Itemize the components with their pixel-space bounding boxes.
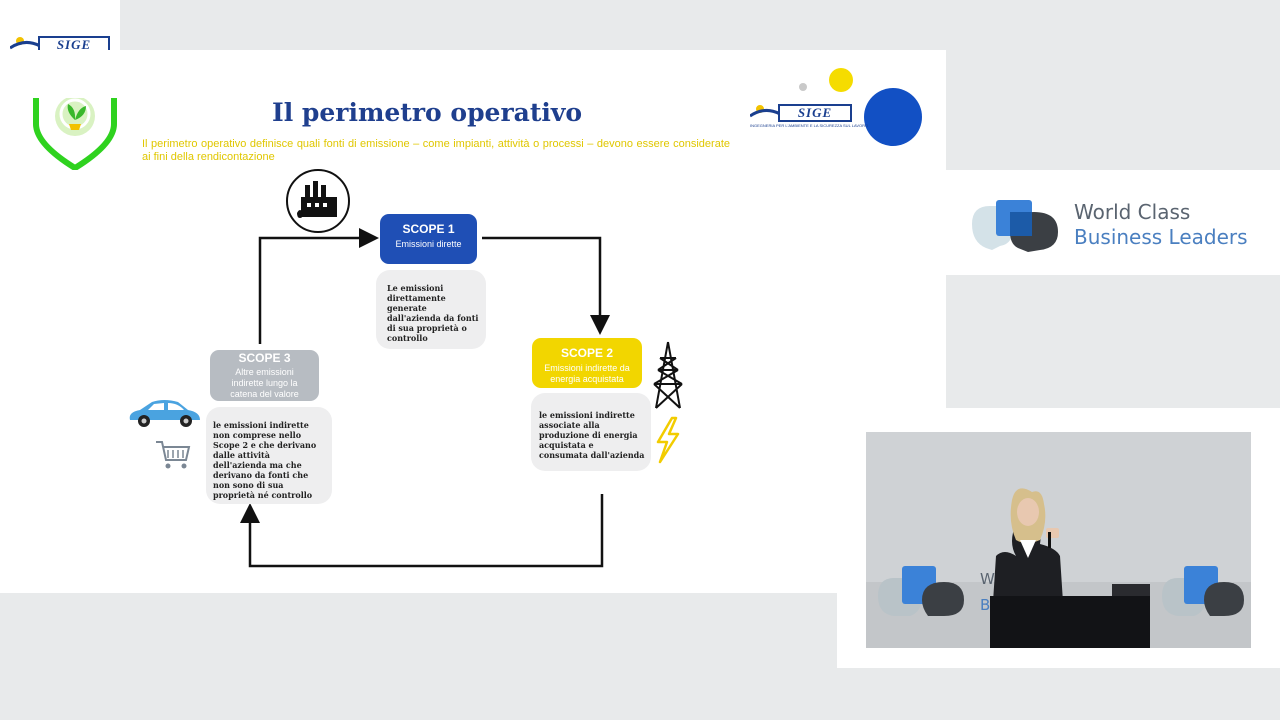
slide-sige-tagline: INGEGNERIA PER L'AMBIENTE E LA SICUREZZA…	[750, 123, 869, 128]
power-tower-icon	[653, 341, 683, 409]
scope1-title: SCOPE 1	[402, 222, 455, 236]
speaker-video: W B	[866, 432, 1251, 648]
presentation-slide: ESG Il perimetro operativo Il perimetro …	[0, 50, 946, 593]
sponsor-line1: World Class	[1074, 200, 1191, 224]
esg-badge-label: ESG	[67, 136, 83, 143]
slide-title: Il perimetro operativo	[272, 98, 583, 127]
sponsor-panel: World Class Business Leaders	[946, 170, 1280, 275]
arrow-scope3-to-scope1	[258, 228, 379, 344]
sige-logo-text: SIGE	[38, 36, 110, 54]
svg-text:B: B	[980, 596, 990, 614]
scope3-subtitle: Altre emissioni indirette lungo la caten…	[230, 367, 299, 399]
wcbl-logo-icon	[972, 200, 1058, 252]
scope1-description: Le emissioni direttamente generate dall'…	[376, 270, 486, 349]
factory-icon	[286, 169, 350, 233]
slide-subtitle: Il perimetro operativo definisce quali f…	[142, 138, 730, 163]
slide-sige-logo: SIGE INGEGNERIA PER L'AMBIENTE E LA SICU…	[750, 102, 868, 132]
sige-swoosh-icon	[750, 105, 780, 118]
scope-cycle-arrows	[240, 228, 610, 568]
scope3-title: SCOPE 3	[238, 351, 291, 365]
arrow-scope2-to-scope3	[240, 494, 604, 568]
car-icon	[129, 400, 200, 427]
lightning-icon	[656, 416, 680, 464]
backdrop-logo-left-icon	[878, 566, 964, 616]
svg-text:W: W	[980, 570, 995, 588]
sponsor-line2: Business Leaders	[1074, 225, 1248, 249]
scope2-description: le emissioni indirette associate alla pr…	[531, 393, 651, 471]
shopping-cart-icon	[156, 441, 191, 469]
scope2-title: SCOPE 2	[560, 346, 614, 360]
sige-swoosh-icon	[10, 37, 40, 50]
arrow-scope1-to-scope2	[482, 236, 610, 335]
decorative-circles	[799, 68, 922, 146]
scope3-description: le emissioni indirette non comprese nell…	[206, 407, 332, 504]
speaker-video-scene: W B	[866, 432, 1251, 648]
scope1-subtitle: Emissioni dirette	[395, 239, 462, 249]
scope2-subtitle: Emissioni indirette da energia acquistat…	[544, 363, 630, 384]
scope1-box: SCOPE 1 Emissioni dirette	[380, 214, 477, 264]
esg-badge-icon	[33, 98, 117, 170]
podium	[990, 596, 1150, 648]
backdrop-logo-right-icon	[1162, 566, 1244, 616]
slide-sige-logo-text: SIGE	[778, 104, 852, 122]
scope2-box: SCOPE 2 Emissioni indirette da energia a…	[532, 338, 642, 388]
scope3-box: SCOPE 3 Altre emissioni indirette lungo …	[210, 350, 319, 401]
